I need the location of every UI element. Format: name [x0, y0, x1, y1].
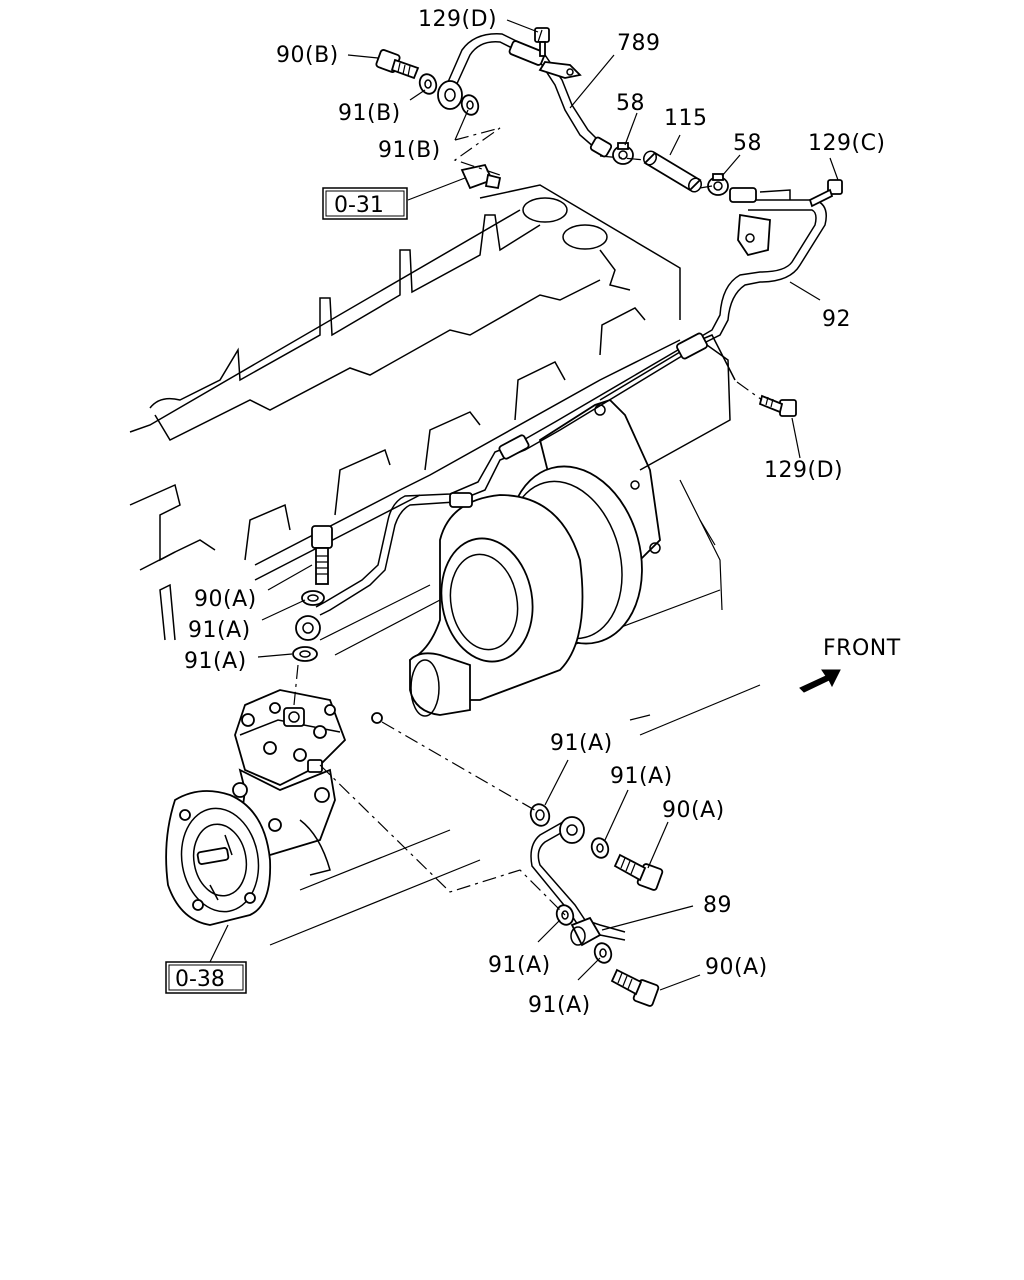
callout-91a-left1: 91(A) — [188, 618, 251, 643]
banjo-bolt-90a-right1 — [613, 853, 664, 891]
washer-91a-bot2 — [593, 942, 613, 964]
callout-115: 115 — [664, 106, 708, 131]
callout-91a-mid2: 91(A) — [610, 764, 673, 789]
callout-789: 789 — [617, 31, 661, 56]
rod-cap — [371, 712, 383, 724]
clamp-58-right — [707, 173, 729, 196]
bolt-129c — [808, 179, 843, 208]
washer-91b-1 — [418, 73, 438, 95]
bolt-129d-mid — [758, 394, 797, 417]
callout-129d-mid: 129(D) — [764, 458, 843, 483]
reference-box-0-31: 0-31 — [322, 187, 408, 220]
assembly-center-lines — [293, 29, 763, 916]
connector-0-31 — [460, 163, 502, 190]
callout-90b: 90(B) — [276, 43, 339, 68]
callout-91a-left2: 91(A) — [184, 649, 247, 674]
air-compressor — [165, 689, 347, 926]
pipe-89 — [530, 816, 626, 947]
callout-129c: 129(C) — [808, 131, 886, 156]
reference-box-0-38: 0-38 — [165, 961, 247, 994]
clamp-58-left — [612, 142, 634, 165]
banjo-bolt-90a-right2 — [610, 968, 660, 1007]
callout-129d-top: 129(D) — [418, 7, 497, 32]
callout-90a-left: 90(A) — [194, 587, 257, 612]
front-arrow-icon — [799, 669, 841, 693]
hose-115 — [642, 150, 703, 193]
leader-lines — [209, 19, 839, 991]
front-direction-indicator: FRONT — [799, 636, 901, 693]
callout-91b-1: 91(B) — [338, 101, 401, 126]
callout-90a-right2: 90(A) — [705, 955, 768, 980]
washer-91a-left2 — [292, 646, 318, 662]
callout-labels: 129(D) 789 90(B) 91(B) 91(B) 58 115 58 1… — [184, 7, 886, 1018]
reference-label-0-31: 0-31 — [334, 193, 384, 218]
callout-91a-mid1: 91(A) — [550, 731, 613, 756]
callout-91a-bot2: 91(A) — [528, 993, 591, 1018]
banjo-bolt-90b — [375, 49, 420, 80]
washer-91a-left1 — [301, 590, 325, 606]
callout-91a-bot1: 91(A) — [488, 953, 551, 978]
banjo-bolt-90a-left — [311, 525, 333, 585]
callout-90a-right1: 90(A) — [662, 798, 725, 823]
callout-58-right: 58 — [733, 131, 762, 156]
front-label: FRONT — [823, 636, 901, 661]
turbocharger — [409, 334, 736, 717]
callout-91b-2: 91(B) — [378, 138, 441, 163]
washer-91b-2 — [460, 94, 480, 116]
bolt-129d-top — [534, 27, 550, 57]
oil-pipe-92 — [315, 187, 827, 616]
pipe-789 — [437, 33, 613, 158]
reference-label-0-38: 0-38 — [175, 967, 225, 992]
callout-92: 92 — [822, 307, 851, 332]
washer-91a-mid1 — [529, 803, 551, 827]
callout-89: 89 — [703, 893, 732, 918]
callout-58-left: 58 — [616, 91, 645, 116]
banjo-fitting-left — [295, 615, 321, 641]
washer-91a-mid2 — [590, 837, 610, 859]
